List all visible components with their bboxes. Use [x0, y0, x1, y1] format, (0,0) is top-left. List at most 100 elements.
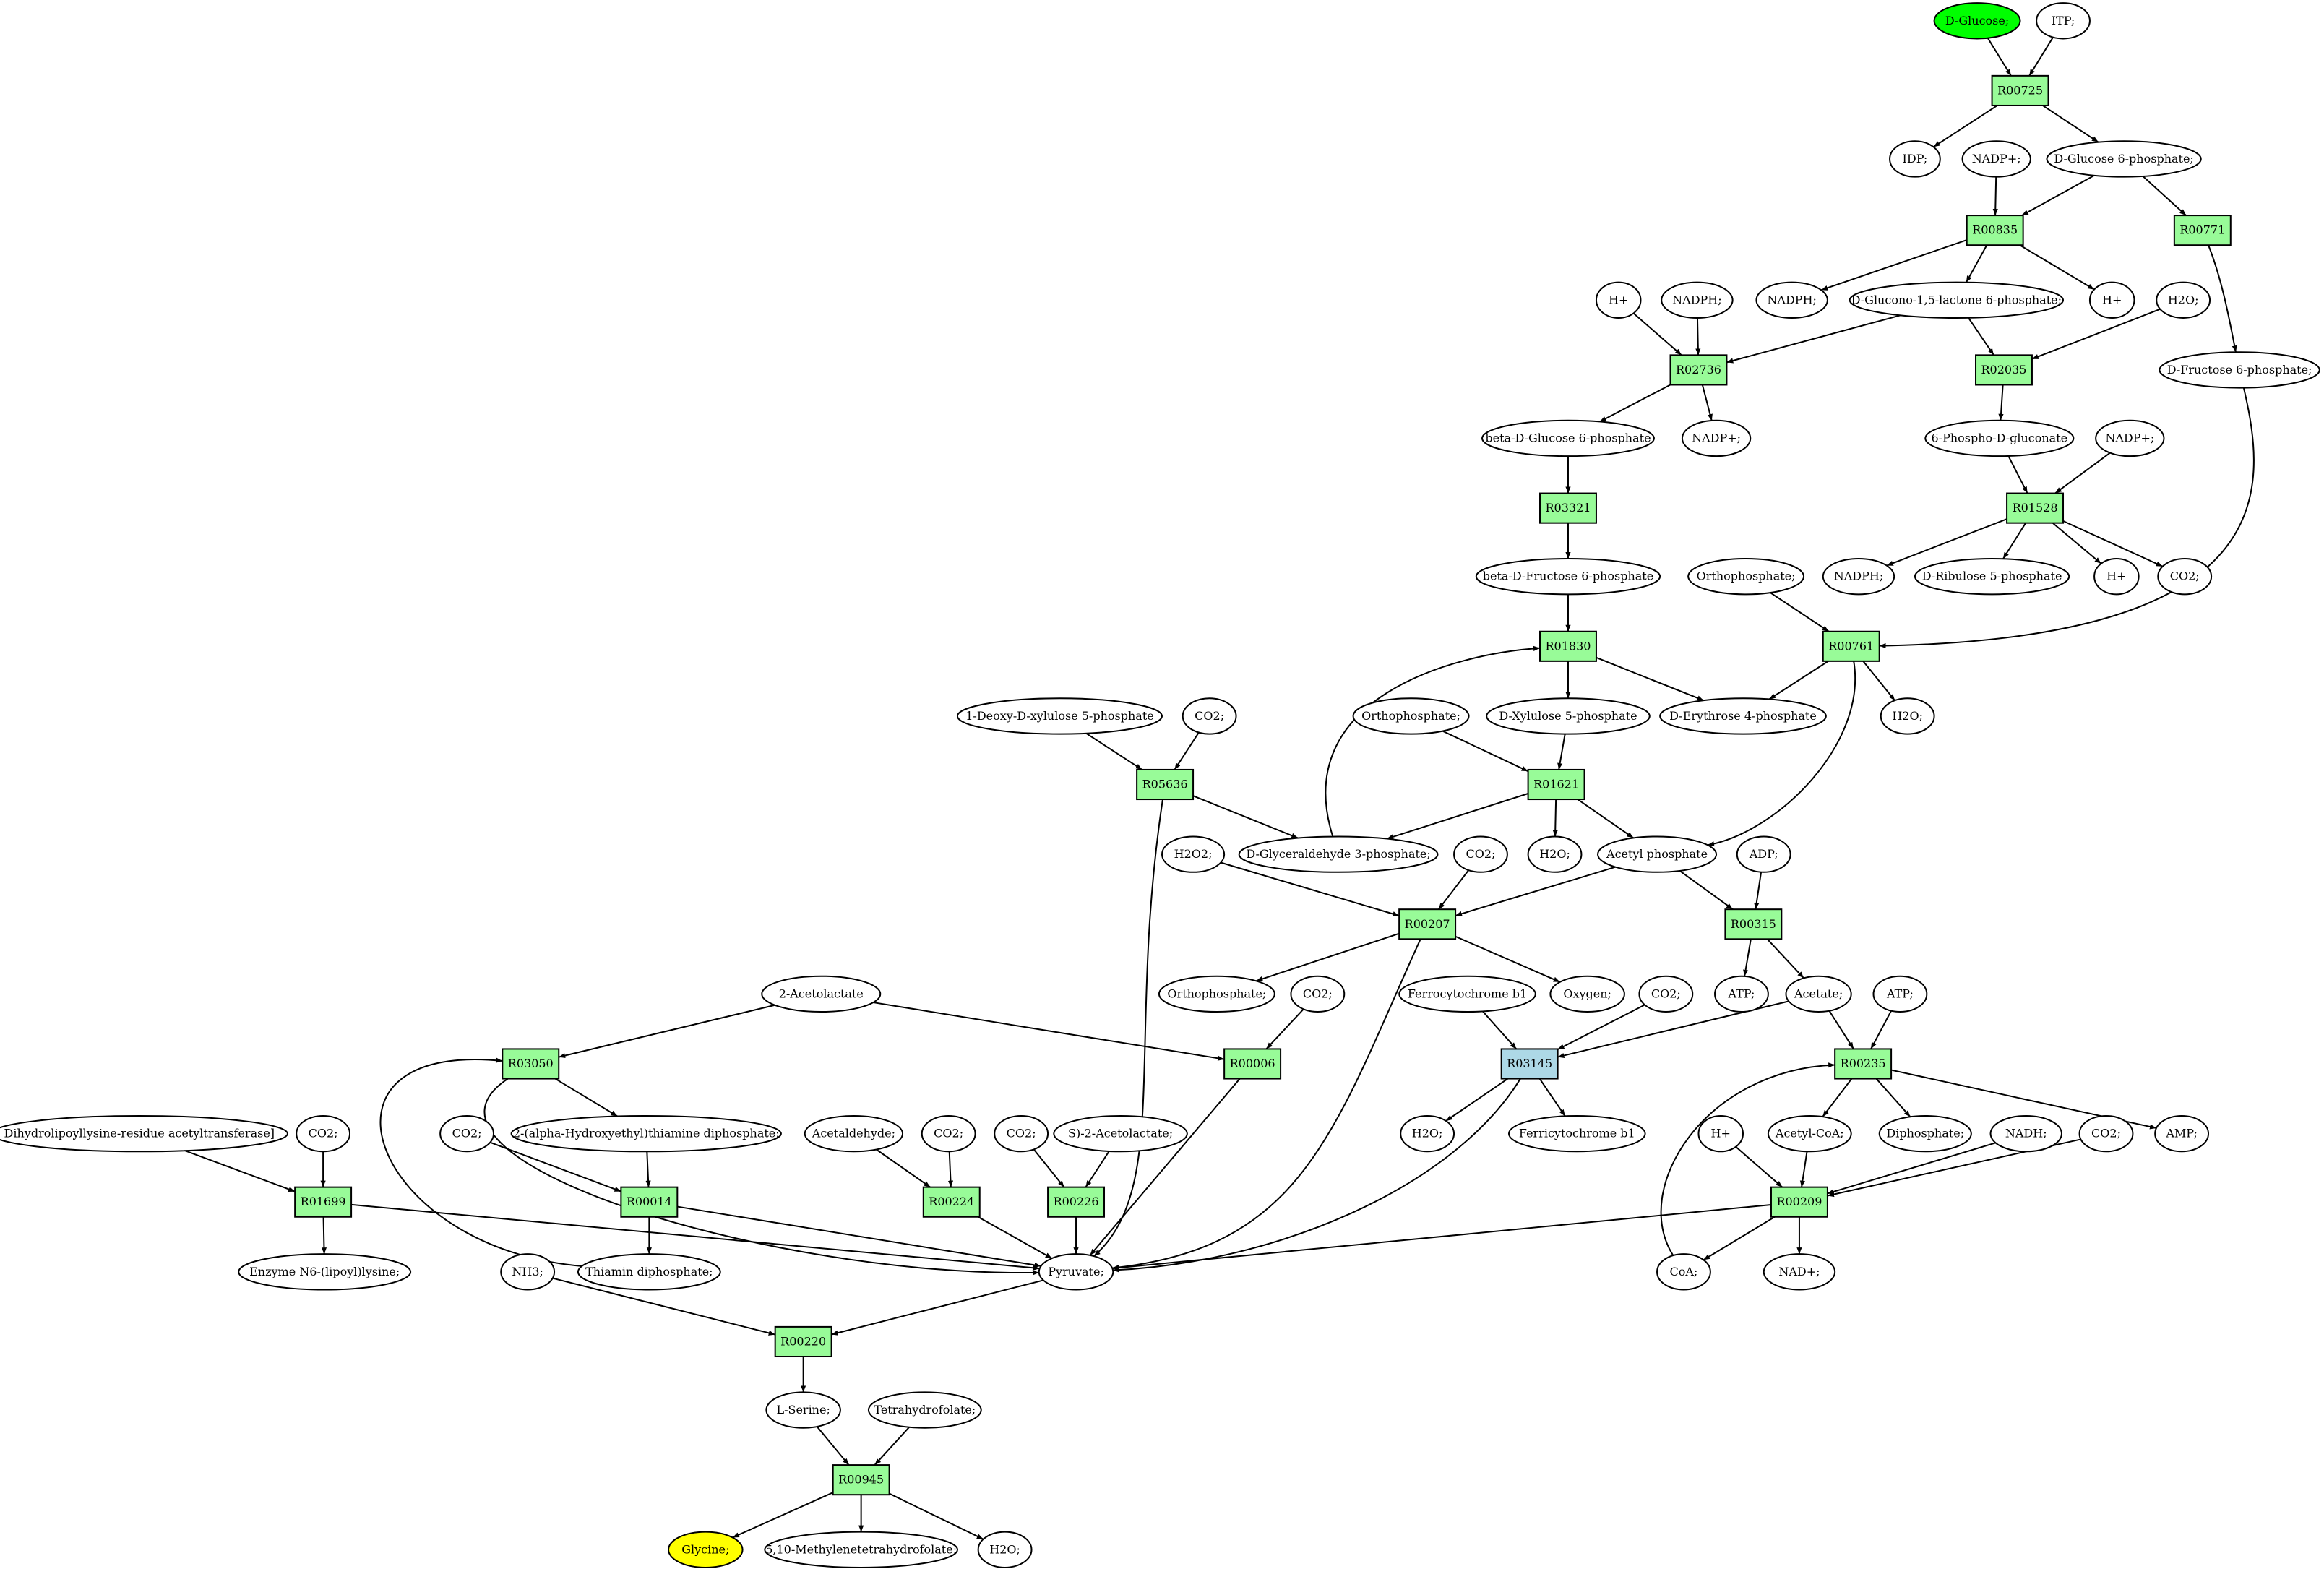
compound-node-sacetolactate[interactable]: S)-2-Acetolactate;: [1053, 1114, 1188, 1153]
compound-node-serine[interactable]: L-Serine;: [765, 1391, 841, 1429]
compound-node-nadph3[interactable]: NADPH;: [1822, 558, 1895, 596]
compound-node-h2o4[interactable]: H2O;: [1400, 1114, 1455, 1153]
compound-node-h2o1[interactable]: H2O;: [2156, 281, 2211, 319]
reaction-node-r01699[interactable]: R01699: [294, 1186, 353, 1218]
reaction-node-r02035[interactable]: R02035: [1975, 354, 2033, 386]
compound-node-acetylp[interactable]: Acetyl phosphate: [1597, 835, 1718, 873]
reaction-node-r00220[interactable]: R00220: [774, 1325, 832, 1358]
compound-node-g6p[interactable]: D-Glucose 6-phosphate;: [2046, 140, 2202, 178]
compound-node-nadp3[interactable]: NADP+;: [2095, 419, 2165, 457]
compound-node-h2o2[interactable]: H2O;: [1880, 697, 1935, 735]
compound-node-acetate[interactable]: Acetate;: [1785, 975, 1852, 1013]
reaction-node-r00207[interactable]: R00207: [1398, 908, 1457, 940]
compound-node-h2o5[interactable]: H2O;: [977, 1531, 1033, 1568]
reaction-node-r01621[interactable]: R01621: [1527, 768, 1585, 801]
reaction-node-r00771[interactable]: R00771: [2173, 215, 2232, 246]
compound-node-co2b[interactable]: CO2;: [1182, 697, 1237, 735]
compound-node-orthophos3[interactable]: Orthophosphate;: [1158, 975, 1275, 1013]
compound-node-nadph1[interactable]: NADPH;: [1661, 281, 1734, 319]
compound-node-f6p[interactable]: D-Fructose 6-phosphate;: [2159, 351, 2320, 389]
compound-node-co2e[interactable]: CO2;: [1638, 975, 1694, 1013]
compound-node-thiamindp[interactable]: Thiamin diphosphate;: [577, 1253, 721, 1291]
compound-ellipse: [1053, 1114, 1188, 1153]
reaction-node-r00835[interactable]: R00835: [1966, 215, 2024, 246]
compound-node-lipoyllysine[interactable]: Enzyme N6-(lipoyl)lysine;: [238, 1253, 412, 1291]
compound-node-idp[interactable]: IDP;: [1889, 140, 1941, 178]
compound-node-atp1[interactable]: ATP;: [1714, 975, 1769, 1013]
reaction-node-r00761[interactable]: R00761: [1822, 630, 1880, 662]
compound-node-bf6p[interactable]: beta-D-Fructose 6-phosphate: [1475, 558, 1661, 596]
compound-node-6pg[interactable]: 6-Phospho-D-gluconate: [1924, 419, 2075, 457]
reaction-node-r00226[interactable]: R00226: [1047, 1186, 1106, 1218]
compound-node-pyruvate[interactable]: Pyruvate;: [1038, 1253, 1114, 1291]
reaction-node-r00006[interactable]: R00006: [1223, 1048, 1282, 1080]
compound-node-co2h[interactable]: CO2;: [921, 1114, 976, 1153]
compound-node-oxygen[interactable]: Oxygen;: [1549, 975, 1625, 1013]
compound-node-acetaldehyde[interactable]: Acetaldehyde;: [804, 1114, 904, 1153]
compound-node-coa[interactable]: CoA;: [1656, 1253, 1711, 1291]
edge-r-R00006-to-c-pyruvate: [1089, 1078, 1241, 1256]
node-label: H+: [2102, 293, 2122, 306]
compound-node-hethtpp[interactable]: 2-(alpha-Hydroxyethyl)thiamine diphospha…: [510, 1114, 782, 1153]
compound-node-dihydrolipoyl[interactable]: Dihydrolipoyllysine-residue acetyltransf…: [0, 1114, 288, 1153]
reaction-node-r01528[interactable]: R01528: [2006, 492, 2065, 524]
compound-node-deoxyxylulose[interactable]: 1-Deoxy-D-xylulose 5-phosphate: [956, 697, 1163, 735]
compound-node-glucose[interactable]: D-Glucose;: [1933, 2, 2021, 40]
reaction-node-r05636[interactable]: R05636: [1136, 768, 1195, 801]
reaction-node-r03145[interactable]: R03145: [1500, 1048, 1559, 1080]
compound-node-h2[interactable]: H+: [2088, 281, 2135, 319]
compound-node-orthophos2[interactable]: Orthophosphate;: [1352, 697, 1470, 735]
compound-node-h2o2b[interactable]: H2O2;: [1161, 835, 1226, 873]
compound-node-co2j[interactable]: CO2;: [2078, 1114, 2134, 1153]
reaction-node-r00945[interactable]: R00945: [832, 1464, 890, 1496]
compound-node-ferricyt[interactable]: Ferricytochrome b1: [1507, 1114, 1646, 1153]
reaction-node-r00725[interactable]: R00725: [1991, 74, 2049, 106]
compound-node-glycine[interactable]: Glycine;: [668, 1531, 744, 1568]
edge-r-R00235-to-c-acetylcoa: [1822, 1078, 1853, 1117]
compound-node-h2o3[interactable]: H2O;: [1527, 835, 1583, 873]
reaction-node-r03050[interactable]: R03050: [502, 1048, 560, 1080]
compound-node-co2c[interactable]: CO2;: [1453, 835, 1508, 873]
compound-node-nadph2[interactable]: NADPH;: [1755, 281, 1828, 319]
compound-ellipse: [1687, 558, 1805, 596]
reaction-node-r00224[interactable]: R00224: [922, 1186, 981, 1218]
compound-node-diphosphate[interactable]: Diphosphate;: [1878, 1114, 1972, 1153]
compound-node-erythrose[interactable]: D-Erythrose 4-phosphate: [1659, 697, 1827, 735]
compound-node-ferrocyt[interactable]: Ferrocytochrome b1: [1398, 975, 1536, 1013]
compound-node-h1[interactable]: H+: [1595, 281, 1642, 319]
compound-node-h3[interactable]: H+: [2093, 558, 2140, 596]
compound-node-co2f[interactable]: CO2;: [296, 1114, 351, 1153]
compound-node-g3p[interactable]: D-Glyceraldehyde 3-phosphate;: [1238, 835, 1439, 873]
compound-node-acetylcoa[interactable]: Acetyl-CoA;: [1767, 1114, 1852, 1153]
compound-node-bg6p[interactable]: beta-D-Glucose 6-phosphate: [1481, 419, 1655, 457]
compound-node-nad[interactable]: NAD+;: [1763, 1253, 1836, 1291]
reaction-node-r00014[interactable]: R00014: [620, 1186, 679, 1218]
compound-node-nadp2[interactable]: NADP+;: [1681, 419, 1752, 457]
compound-node-ribulose[interactable]: D-Ribulose 5-phosphate: [1914, 558, 2070, 596]
reaction-node-r01830[interactable]: R01830: [1539, 630, 1597, 662]
compound-node-co2g[interactable]: CO2;: [439, 1114, 494, 1153]
compound-node-co2d[interactable]: CO2;: [1290, 975, 1346, 1013]
node-label: Oxygen;: [1563, 986, 1611, 1000]
compound-node-nadp1[interactable]: NADP+;: [1961, 140, 2031, 178]
compound-node-nadh[interactable]: NADH;: [1989, 1114, 2062, 1153]
reaction-node-r00235[interactable]: R00235: [1834, 1048, 1893, 1080]
compound-node-gluconolactone[interactable]: D-Glucono-1,5-lactone 6-phosphate;: [1849, 281, 2065, 319]
compound-node-co2a[interactable]: CO2;: [2157, 558, 2213, 596]
compound-node-amp[interactable]: AMP;: [2154, 1114, 2210, 1153]
reaction-node-r00315[interactable]: R00315: [1724, 908, 1783, 940]
compound-node-methylenethf[interactable]: 5,10-Methylenetetrahydrofolate;: [764, 1531, 958, 1568]
compound-node-adp[interactable]: ADP;: [1736, 835, 1791, 873]
compound-node-atp2[interactable]: ATP;: [1872, 975, 1928, 1013]
compound-node-nh3[interactable]: NH3;: [500, 1253, 556, 1291]
reaction-node-r00209[interactable]: R00209: [1770, 1186, 1828, 1218]
reaction-node-r02736[interactable]: R02736: [1669, 354, 1728, 386]
compound-node-co2i[interactable]: CO2;: [994, 1114, 1049, 1153]
compound-node-xylulose[interactable]: D-Xylulose 5-phosphate: [1486, 697, 1651, 735]
compound-node-orthophos1[interactable]: Orthophosphate;: [1687, 558, 1805, 596]
reaction-node-r03321[interactable]: R03321: [1539, 492, 1597, 524]
compound-node-itp[interactable]: ITP;: [2036, 2, 2091, 40]
compound-node-h4[interactable]: H+: [1697, 1114, 1744, 1153]
compound-node-acetolactate[interactable]: 2-Acetolactate: [761, 975, 882, 1013]
compound-node-thf[interactable]: Tetrahydrofolate;: [867, 1391, 982, 1429]
